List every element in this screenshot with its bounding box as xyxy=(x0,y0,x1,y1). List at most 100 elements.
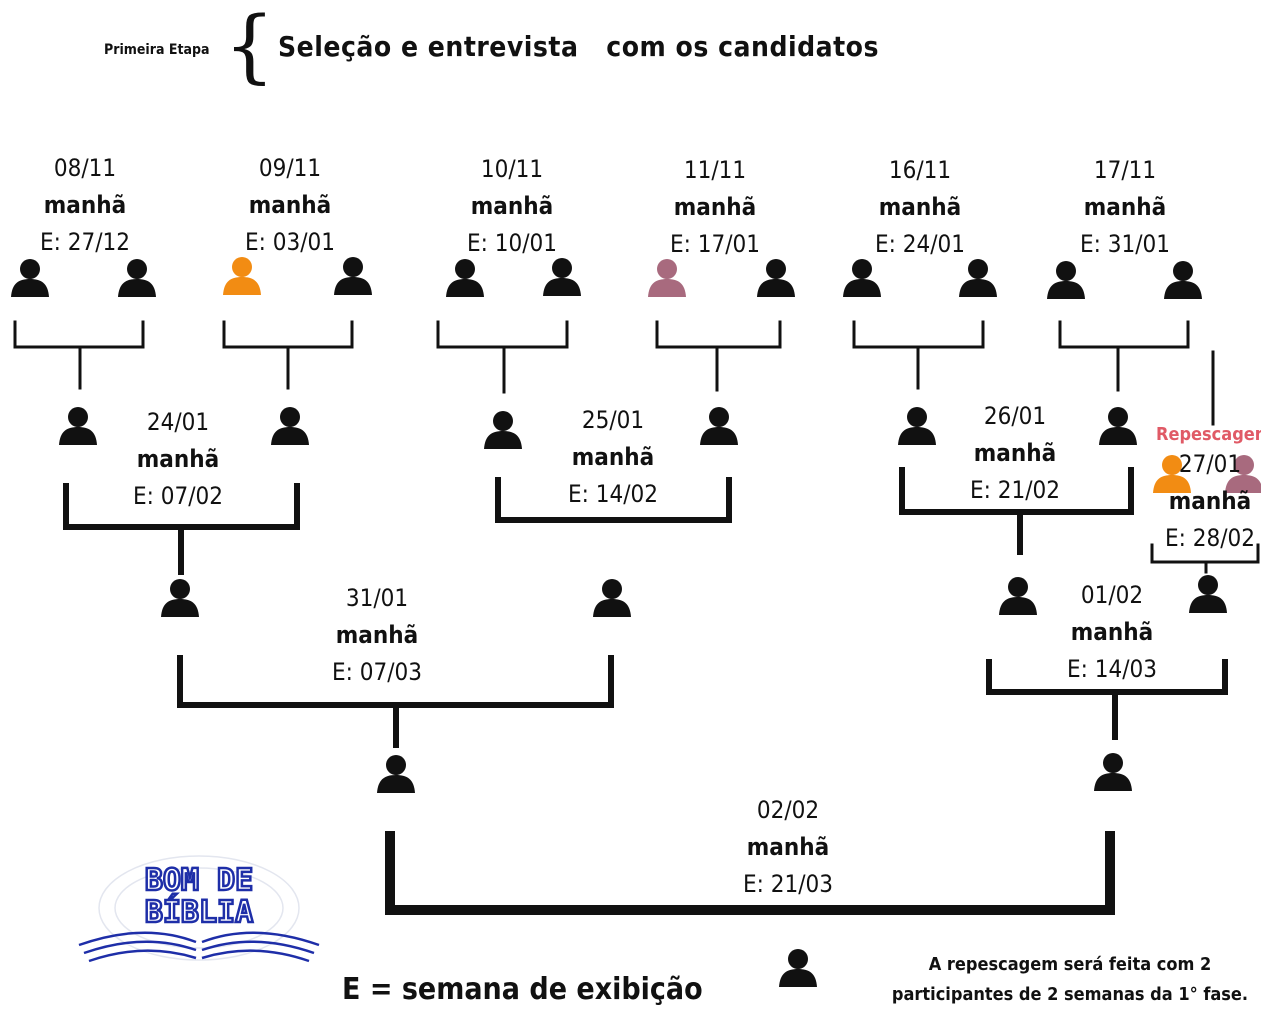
logo-line2: BÍBLIA xyxy=(145,894,253,930)
match-period: manhã xyxy=(335,621,419,649)
match-period: manhã xyxy=(571,443,655,471)
match-period: manhã xyxy=(673,193,757,221)
person-icon xyxy=(959,259,997,297)
person-icon xyxy=(543,258,581,296)
bracket-final xyxy=(385,831,1115,915)
match-label-r1a: 08/11 manhã E: 27/12 xyxy=(10,150,160,261)
match-date: 08/11 xyxy=(53,154,117,182)
match-period: manhã xyxy=(878,193,962,221)
bracket-r1b xyxy=(222,320,354,390)
match-date: 10/11 xyxy=(480,155,544,183)
match-period: manhã xyxy=(136,445,220,473)
bracket-sf2 xyxy=(986,659,1228,740)
match-exhibit: E: 21/02 xyxy=(970,476,1060,504)
match-label-r1d: 11/11 manhã E: 17/01 xyxy=(640,152,790,263)
match-label-sf2: 01/02 manhã E: 14/03 xyxy=(1037,577,1187,688)
match-date: 24/01 xyxy=(146,408,210,436)
match-label-r1b: 09/11 manhã E: 03/01 xyxy=(215,150,365,261)
match-period: manhã xyxy=(43,191,127,219)
person-icon xyxy=(1164,261,1202,299)
match-label-r2c: 26/01 manhã E: 21/02 xyxy=(940,398,1090,509)
match-exhibit: E: 07/03 xyxy=(332,658,422,686)
legend-text: E = semana de exibição xyxy=(342,972,703,1007)
person-icon xyxy=(1047,261,1085,299)
match-date: 11/11 xyxy=(683,156,747,184)
stage-label: Primeira Etapa xyxy=(104,42,210,58)
person-icon xyxy=(1225,455,1261,493)
match-date: 26/01 xyxy=(983,402,1047,430)
match-date: 17/11 xyxy=(1093,156,1157,184)
note-line-2: participantes de 2 semanas da 1° fase. xyxy=(891,984,1249,1005)
bracket-sf1 xyxy=(177,655,614,748)
match-label-r1c: 10/11 manhã E: 10/01 xyxy=(437,151,587,262)
person-icon xyxy=(1094,753,1132,791)
person-icon xyxy=(161,579,199,617)
person-icon xyxy=(757,259,795,297)
match-period: manhã xyxy=(470,192,554,220)
bracket-r1e xyxy=(852,320,985,390)
match-exhibit: E: 03/01 xyxy=(245,228,335,256)
match-period: manhã xyxy=(248,191,332,219)
match-date: 31/01 xyxy=(345,584,409,612)
repescagem-label: Repescagem xyxy=(1156,424,1261,445)
match-exhibit: E: 27/12 xyxy=(40,228,130,256)
person-icon xyxy=(898,407,936,445)
repescagem-note: A repescagem será feita com 2 participan… xyxy=(880,950,1260,1010)
person-icon xyxy=(593,579,631,617)
match-date: 25/01 xyxy=(581,406,645,434)
person-icon xyxy=(779,949,817,987)
curly-brace: { xyxy=(224,0,275,92)
bracket-r2a xyxy=(63,483,300,575)
match-period: manhã xyxy=(973,439,1057,467)
match-label-r1f: 17/11 manhã E: 31/01 xyxy=(1050,152,1200,263)
match-exhibit: E: 24/01 xyxy=(875,230,965,258)
match-period: manhã xyxy=(746,833,830,861)
bracket-r2b xyxy=(495,477,732,523)
match-exhibit: E: 14/03 xyxy=(1067,655,1157,683)
match-label-rep: 27/01 manhã E: 28/02 xyxy=(1135,446,1261,557)
bracket-r2c xyxy=(899,467,1134,555)
match-period: manhã xyxy=(1083,193,1167,221)
match-exhibit: E: 07/02 xyxy=(133,482,223,510)
bracket-r1c xyxy=(436,320,569,394)
match-exhibit: E: 10/01 xyxy=(467,229,557,257)
bom-de-biblia-logo: BOM DE BÍBLIA xyxy=(78,855,320,963)
person-icon xyxy=(484,411,522,449)
person-icon xyxy=(59,407,97,445)
match-date: 02/02 xyxy=(756,796,820,824)
note-line-1: A repescagem será feita com 2 xyxy=(928,954,1212,975)
match-date: 09/11 xyxy=(258,154,322,182)
page-title: Seleção e entrevista com os candidatos xyxy=(278,30,879,63)
match-label-r2a: 24/01 manhã E: 07/02 xyxy=(103,404,253,515)
person-icon xyxy=(843,259,881,297)
match-exhibit: E: 14/02 xyxy=(568,480,658,508)
match-period: manhã xyxy=(1070,618,1154,646)
person-icon xyxy=(700,407,738,445)
bracket-r1d xyxy=(655,320,782,392)
person-icon xyxy=(999,577,1037,615)
match-exhibit: E: 31/01 xyxy=(1080,230,1170,258)
person-icon xyxy=(446,259,484,297)
person-icon xyxy=(1189,575,1227,613)
person-icon xyxy=(11,259,49,297)
match-exhibit: E: 17/01 xyxy=(670,230,760,258)
bracket-rep xyxy=(1150,543,1260,574)
match-date: 01/02 xyxy=(1080,581,1144,609)
logo-line1: BOM DE xyxy=(145,863,253,898)
match-date: 27/01 xyxy=(1178,450,1242,478)
match-date: 16/11 xyxy=(888,156,952,184)
match-label-r2b: 25/01 manhã E: 14/02 xyxy=(538,402,688,513)
person-icon xyxy=(377,755,415,793)
match-exhibit: E: 21/03 xyxy=(743,870,833,898)
person-icon xyxy=(223,257,261,295)
person-icon xyxy=(1153,455,1191,493)
person-icon xyxy=(334,257,372,295)
person-icon xyxy=(1099,407,1137,445)
bracket-r1f xyxy=(1058,320,1190,392)
person-icon xyxy=(271,407,309,445)
match-exhibit: E: 28/02 xyxy=(1165,524,1255,552)
bracket-r1a xyxy=(13,320,145,390)
person-icon xyxy=(648,259,686,297)
match-label-sf1: 31/01 manhã E: 07/03 xyxy=(302,580,452,691)
